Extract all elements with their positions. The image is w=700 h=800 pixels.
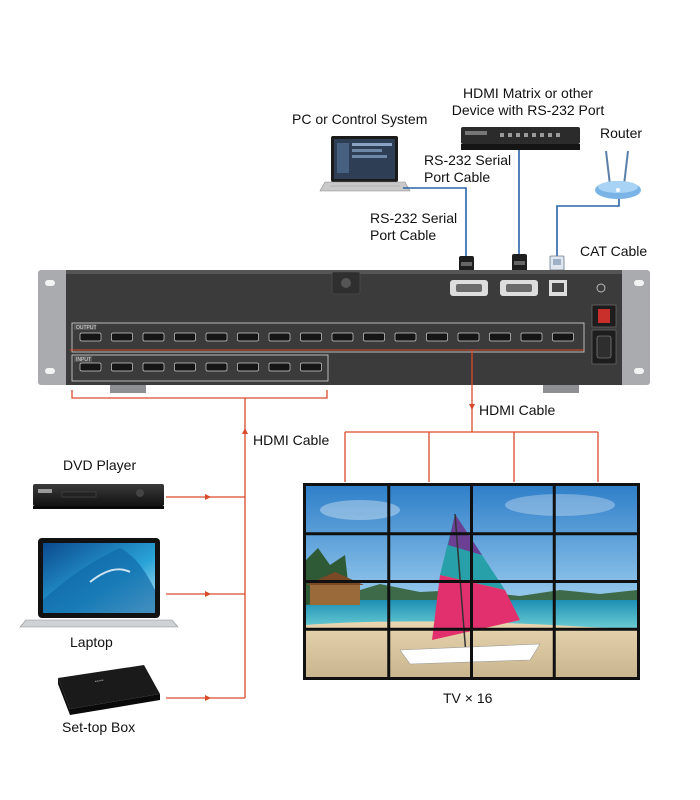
pc-control-label: PC or Control System: [292, 111, 428, 127]
rs232-lower-label-line2: Port Cable: [370, 227, 437, 243]
dvd-player-icon: [33, 484, 164, 509]
hdmi-input-port: [174, 362, 196, 372]
rj45-connector-icon: [549, 255, 565, 271]
hdmi-output-port: [363, 332, 385, 342]
hdmi-output-port: [331, 332, 354, 342]
hdmi-output-port: [79, 332, 102, 342]
matrix-switcher-rear-panel: [38, 270, 650, 393]
set-top-box-label: Set-top Box: [62, 719, 136, 735]
dvd-player-label: DVD Player: [63, 457, 137, 473]
hdmi-cable-input-label: HDMI Cable: [253, 432, 330, 448]
hdmi-input-port: [268, 362, 291, 372]
hdmi-output-port: [394, 332, 417, 342]
output-header: OUTPUT: [76, 325, 97, 331]
tv-wall-label: TV × 16: [443, 690, 493, 706]
router-label: Router: [600, 125, 643, 141]
router-icon: [595, 150, 641, 199]
hdmi-output-port: [237, 332, 259, 342]
hdmi-output-port: [300, 332, 322, 342]
hdmi-output-port: [457, 332, 480, 342]
hdmi-matrix-label-line1: HDMI Matrix or other: [463, 85, 593, 101]
cat-cable-label: CAT Cable: [580, 243, 648, 259]
hdmi-output-port: [174, 332, 196, 342]
control-cables: [403, 150, 620, 258]
hdmi-output-port: [552, 332, 574, 342]
hdmi-output-port: [205, 332, 228, 342]
input-port-row: [79, 362, 322, 372]
rs232-upper-label-line1: RS-232 Serial: [424, 152, 512, 168]
hdmi-input-port: [205, 362, 228, 372]
hdmi-output-port: [520, 332, 543, 342]
hdmi-matrix-device-icon: [461, 127, 580, 150]
hdmi-matrix-label-line2: Device with RS-232 Port: [451, 102, 605, 118]
hdmi-input-port: [79, 362, 102, 372]
video-wall: [303, 483, 640, 680]
signal-arrows: [205, 404, 475, 701]
hdmi-matrix-label: HDMI Matrix or other Device with RS-232 …: [443, 85, 613, 119]
hdmi-output-port: [426, 332, 448, 342]
hdmi-output-port: [268, 332, 291, 342]
rs232-lower-label: RS-232 Serial Port Cable: [370, 210, 457, 244]
rs232-upper-label-line2: Port Cable: [424, 169, 491, 185]
hdmi-input-port: [237, 362, 259, 372]
rs232-lower-label-line1: RS-232 Serial: [370, 210, 458, 226]
hdmi-input-port: [111, 362, 133, 372]
hdmi-input-port: [142, 362, 165, 372]
rs232-upper-label: RS-232 Serial Port Cable: [424, 152, 511, 186]
set-top-box-icon: ▪▪▪▪▪: [58, 665, 160, 715]
laptop-icon: [19, 538, 179, 628]
hdmi-output-port: [142, 332, 165, 342]
pc-monitor-icon: [319, 136, 411, 192]
output-port-row: [79, 332, 574, 342]
hdmi-cable-output-label: HDMI Cable: [479, 402, 556, 418]
hdmi-output-port: [111, 332, 133, 342]
input-header: INPUT: [76, 357, 91, 363]
svg-text:▪▪▪▪▪: ▪▪▪▪▪: [94, 678, 104, 685]
hdmi-input-port: [300, 362, 322, 372]
hdmi-output-port: [489, 332, 511, 342]
laptop-label: Laptop: [70, 634, 113, 650]
